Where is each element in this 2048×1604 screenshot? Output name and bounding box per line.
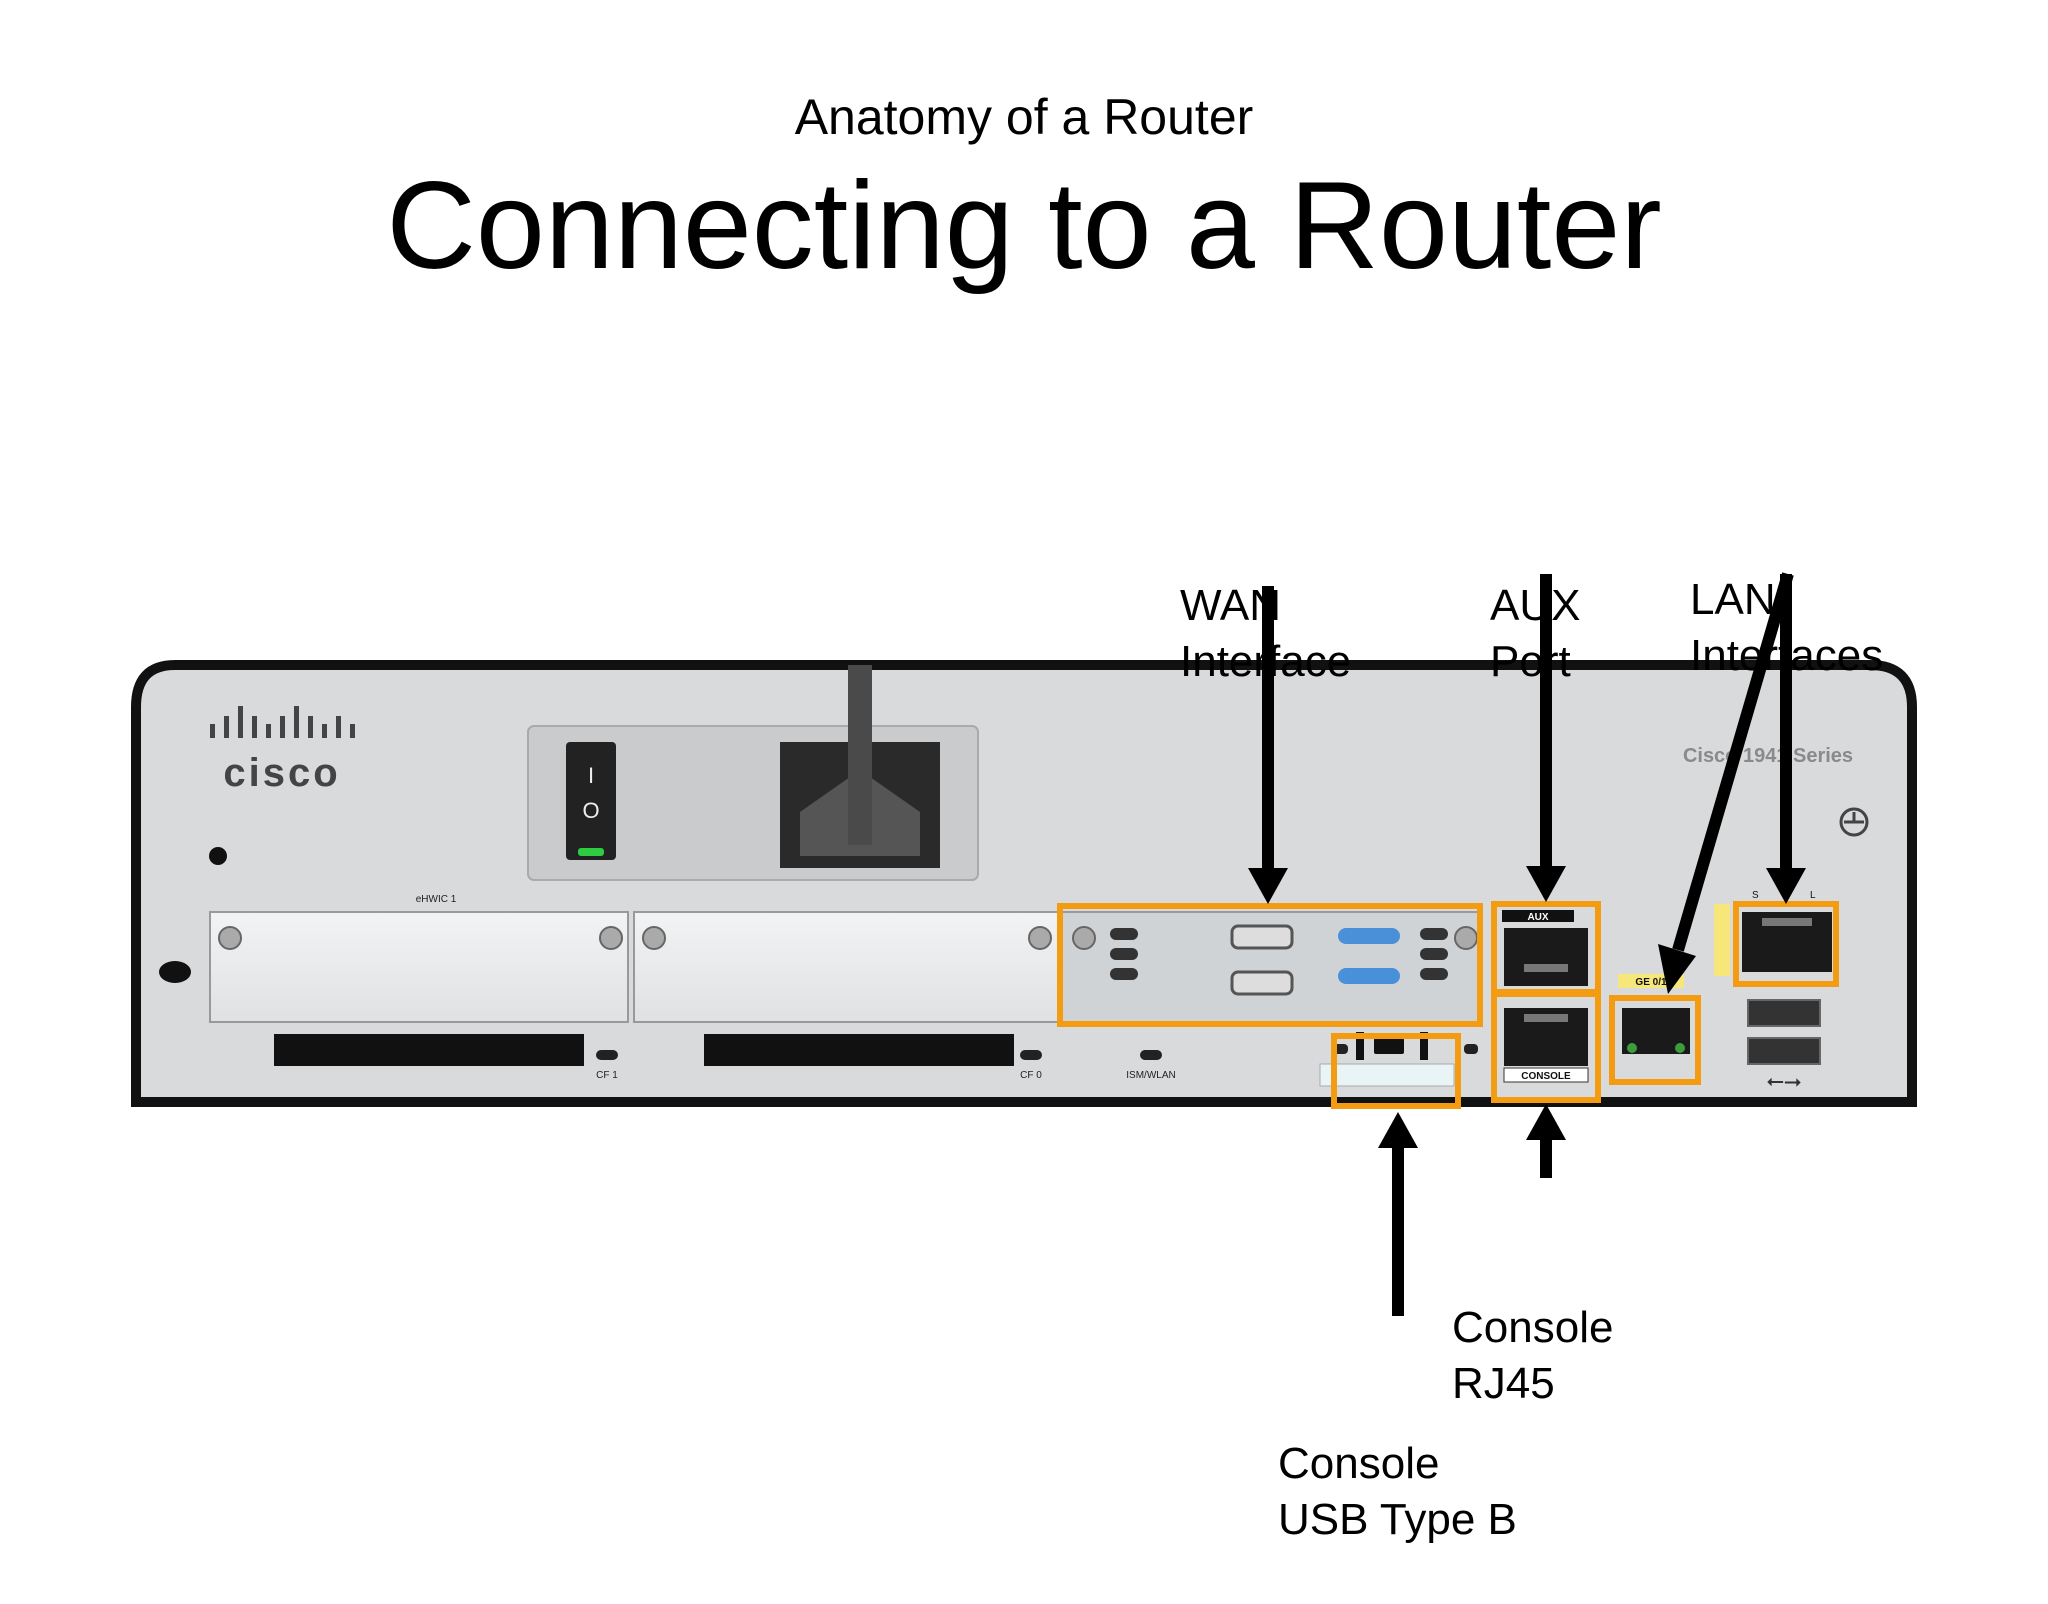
cf1-label: CF 1	[596, 1070, 618, 1081]
power-on-label: I	[588, 763, 594, 788]
power-cord	[848, 665, 872, 845]
s-label: S	[1752, 890, 1759, 901]
router-diagram: cisco I O Cisco 1941 Series eHWIC 1 CF 1…	[131, 572, 1917, 1316]
power-led	[578, 848, 604, 856]
ehwic-card-2	[633, 911, 1059, 1023]
usb-panel	[1319, 1063, 1455, 1087]
cf-led	[596, 1050, 618, 1060]
serial-port-1[interactable]	[1230, 970, 1294, 996]
screw-icon	[599, 926, 623, 950]
highlight-console-rj45	[1491, 991, 1601, 1103]
cf-led	[1020, 1050, 1042, 1060]
cf0-label: CF 0	[1020, 1070, 1042, 1081]
ge-label: GE 0/1	[1635, 977, 1667, 988]
console-port-label: CONSOLE	[1521, 1071, 1571, 1082]
aux-port[interactable]	[1504, 928, 1588, 986]
model-label: Cisco 1941 Series	[1683, 745, 1853, 767]
cisco-logo-icon	[210, 706, 355, 738]
power-off-label: O	[582, 798, 599, 823]
usb-host-port-2[interactable]	[1747, 1037, 1821, 1065]
serial-port-0[interactable]	[1230, 924, 1294, 950]
aux-port-label: AUX	[1527, 912, 1548, 923]
slide-title: Connecting to a Router	[386, 157, 1662, 295]
brand-text: cisco	[223, 751, 340, 795]
usb-host-port-1[interactable]	[1747, 999, 1821, 1027]
screw-icon	[218, 926, 242, 950]
slide-subtitle: Anatomy of a Router	[794, 89, 1254, 145]
highlight-console-usb	[1331, 1033, 1461, 1109]
power-switch[interactable]	[566, 742, 616, 860]
usb-icon: ⭠⭢	[1766, 1068, 1801, 1093]
ge-status-strip	[1714, 904, 1730, 976]
highlight-lan-ge01	[1609, 995, 1701, 1085]
ground-icon	[1839, 807, 1869, 837]
ism-label: ISM/WLAN	[1126, 1070, 1175, 1081]
highlight-wan	[1057, 903, 1483, 1027]
ehwic-card-1	[209, 911, 629, 1023]
screw-icon	[1454, 926, 1478, 950]
mount-hole	[209, 847, 227, 865]
usb-console-port[interactable]	[1374, 1038, 1404, 1054]
slot-label: eHWIC 1	[416, 894, 457, 905]
console-port-label-bg	[1503, 1067, 1589, 1083]
mount-hole	[159, 961, 191, 983]
screw-icon	[1072, 926, 1096, 950]
screw-icon	[1028, 926, 1052, 950]
arrow-lan-ge01	[1672, 572, 1794, 952]
l-label: L	[1810, 890, 1816, 901]
screw-icon	[642, 926, 666, 950]
ism-led	[1140, 1050, 1162, 1060]
cf-slot-0[interactable]	[704, 1034, 1014, 1066]
aux-port-label-bg	[1502, 910, 1574, 922]
cf-slot-1[interactable]	[274, 1034, 584, 1066]
